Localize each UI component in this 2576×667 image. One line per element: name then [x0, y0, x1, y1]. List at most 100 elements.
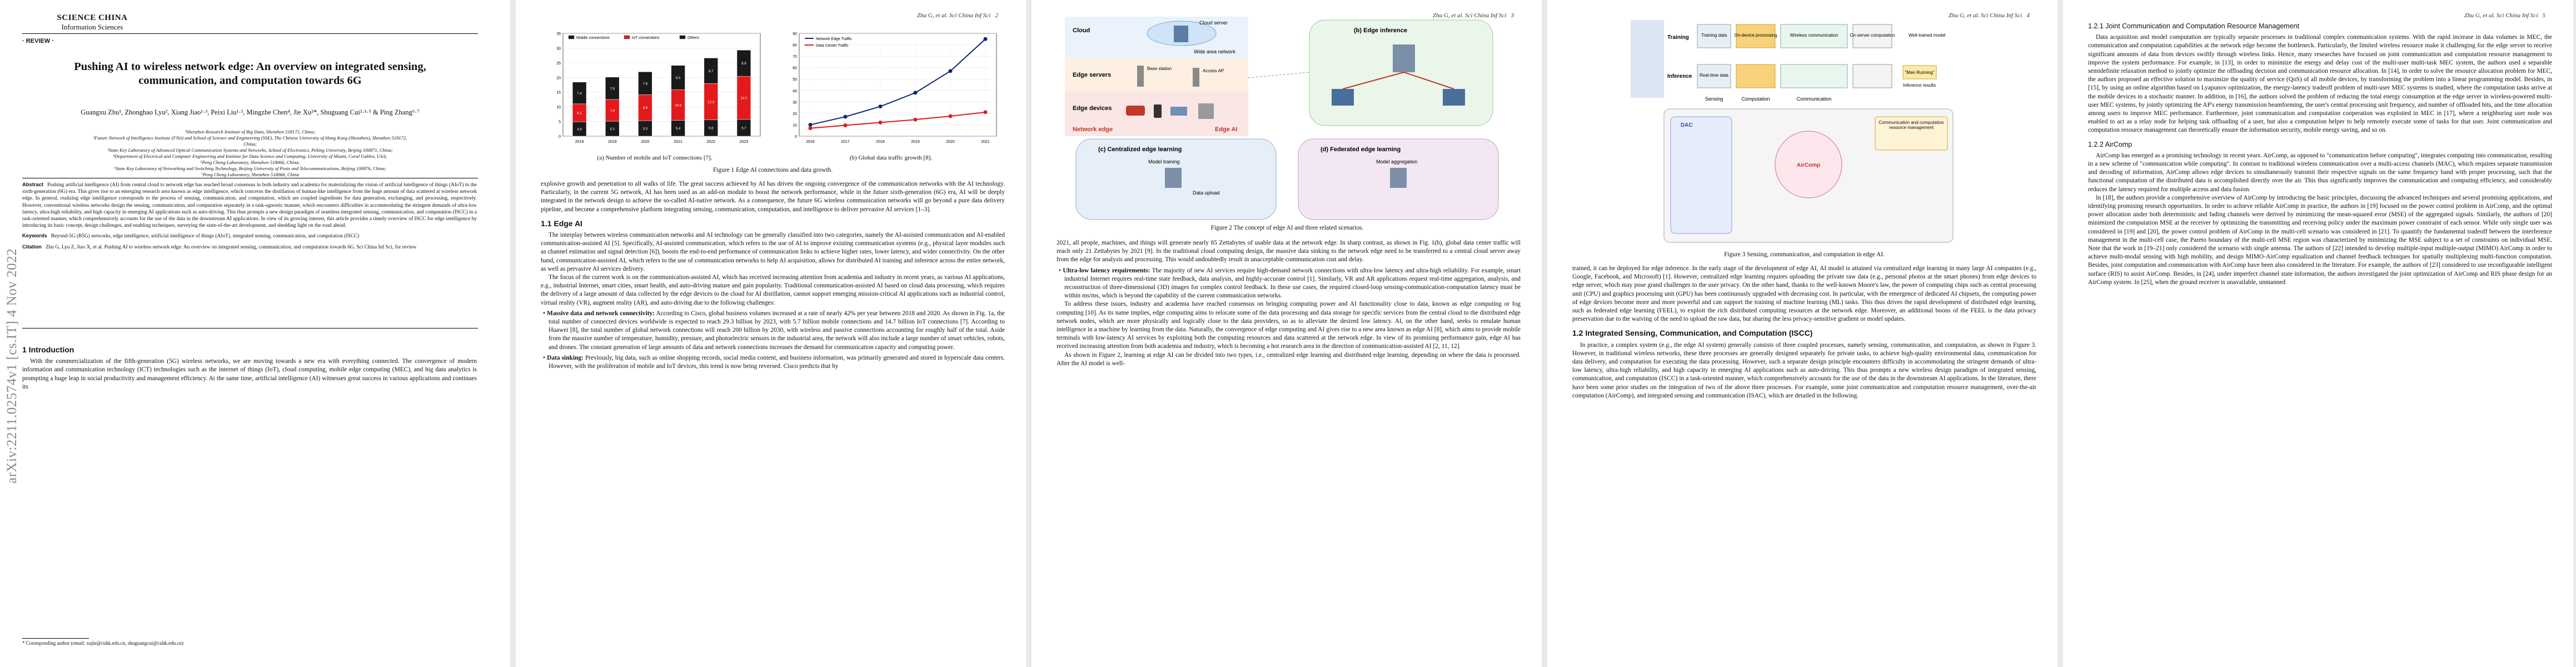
bar-segment: [671, 120, 685, 137]
edge-server-icon: [1393, 44, 1415, 72]
page5-body: 1.2.1 Joint Communication and Computatio…: [2088, 17, 2552, 287]
x-tick-label: 2021: [674, 140, 682, 144]
intro-heading: 1 Introduction: [22, 345, 74, 354]
figure-3-iscc-diagram: Training Inference Training data On-devi…: [1631, 20, 1954, 243]
label-dac: DAC: [1681, 122, 1693, 128]
data-point: [948, 114, 953, 118]
label-centralized-learning: (c) Centralized edge learning: [1098, 146, 1182, 153]
on-device-box: [1736, 24, 1776, 48]
label-computation: Computation: [1741, 96, 1770, 102]
x-tick-label: 2020: [946, 140, 955, 144]
y-tick-label: 80: [793, 44, 797, 48]
link-line: [1403, 72, 1454, 89]
bar-data-label: 7.6: [610, 87, 615, 91]
label-man-running: "Man Running": [1905, 70, 1934, 75]
wireless-comm-box: [1780, 24, 1848, 48]
x-tick-label: 2019: [608, 140, 617, 144]
bullet-2-label: Data sinking:: [547, 354, 584, 361]
affiliation-line: ²Future Network of Intelligence Institut…: [93, 135, 407, 147]
base-station-icon: [1137, 66, 1144, 87]
legend-swatch: [568, 35, 575, 39]
label-wireless-comm: Wireless communication: [1790, 33, 1838, 38]
abstract-label: Abstract: [22, 181, 44, 187]
bar-segment: [572, 121, 587, 137]
bar-data-label: 5.3: [643, 127, 648, 131]
y-tick-label: 0: [559, 135, 561, 139]
bullet-2-text: Previously, big data, such as online sho…: [549, 354, 1005, 370]
base-station-icon: [1193, 68, 1199, 87]
intro-section: 1 Introduction With the commercializatio…: [22, 340, 477, 391]
bar-segment: [605, 99, 620, 122]
page4-body: trained, it can be deployed for edge inf…: [1572, 265, 2036, 400]
figure-1-caption-text: Figure 1 Edge AI connections and data gr…: [712, 167, 833, 173]
wireless-comm-box-2: [1780, 64, 1848, 88]
realtime-data-box: [1697, 64, 1731, 88]
abstract-block: Abstract Pushing artificial intelligence…: [22, 181, 477, 251]
label-cloud: Cloud: [1073, 27, 1090, 34]
on-device-box-2: [1736, 64, 1776, 88]
x-tick-label: 2020: [641, 140, 650, 144]
p2-bullet-2: • Data sinking: Previously, big data, su…: [543, 354, 1005, 370]
bar-data-label: 7.4: [577, 92, 582, 96]
p2-bullet-1: • Massive data and network connectivity:…: [543, 310, 1005, 351]
bar-data-label: 8.3: [676, 77, 681, 80]
keywords-label: Keywords: [22, 232, 47, 239]
label-edge-ai: Edge AI: [1215, 126, 1238, 133]
callout-line: [1248, 72, 1310, 78]
citation-label: Citation: [22, 243, 42, 250]
legend-label: Mobile connections: [576, 36, 610, 40]
y-tick-label: 5: [559, 121, 561, 125]
series-line: [810, 111, 986, 129]
label-model-training: Model training: [1148, 159, 1180, 165]
bar-data-label: 5.6: [709, 127, 714, 131]
link-line: [1342, 72, 1404, 89]
y-tick-label: 15: [556, 91, 561, 95]
p4-para-2: In practice, a complex system (e.g., the…: [1572, 341, 2036, 399]
bar-segment: [704, 58, 718, 84]
y-tick-label: 25: [556, 62, 561, 66]
arxiv-id: arXiv:2211.02574v1 [cs.IT] 4 Nov 2022: [4, 248, 19, 484]
plot-frame: [799, 33, 997, 137]
affiliation-line: ⁷Peng Cheng Laboratory, Shenzhen 518066,…: [201, 172, 300, 177]
affiliation-line: ³State Key Laboratory of Advanced Optica…: [107, 147, 393, 153]
affiliation-line: ⁵Peng Cheng Laboratory, Shenzhen 518066,…: [200, 160, 300, 165]
x-tick-label: 2018: [575, 140, 584, 144]
running-head: Zhu G, et al. Sci China Inf Sci 5: [2464, 12, 2545, 19]
ccrm-box: [1875, 116, 1948, 151]
drone-icon: [1170, 107, 1187, 116]
keywords-text: Beyond-5G (B5G) networks, edge intellige…: [51, 233, 360, 240]
label-cloud-server: Cloud server: [1199, 20, 1228, 26]
legend-label: Data Center Traffic: [816, 44, 849, 48]
page-3: Zhu G, et al. Sci China Inf Sci 3 Cloud …: [1032, 0, 1542, 667]
label-federated-learning: (d) Federated edge learning: [1321, 146, 1401, 153]
cloud-server-icon: [1174, 26, 1188, 42]
header-rule: [22, 33, 478, 34]
y-tick-label: 20: [793, 112, 797, 116]
label-aircomp: AirComp: [1797, 162, 1820, 168]
label-inference: Inference: [1667, 73, 1692, 79]
result-box: [1902, 65, 1937, 79]
label-data-upload: Data upload: [1193, 190, 1220, 196]
page-5: Zhu G, et al. Sci China Inf Sci 5 1.2.1 …: [2063, 0, 2573, 667]
figure-1a-label: (a) Number of mobile and IoT connections…: [597, 155, 712, 161]
label-training-data: Training data: [1701, 33, 1727, 38]
dac-panel: [1670, 116, 1732, 234]
authors: Guangxu Zhu¹, Zhonghao Lyu², Xiang Jiao¹…: [81, 108, 420, 116]
vehicle-icon: [1126, 106, 1145, 116]
section-edge-ai: 1.1 Edge AI: [541, 218, 582, 228]
edge-server-band: [1065, 58, 1248, 92]
bullet-1-label: Massive data and network connectivity:: [546, 310, 655, 317]
abstract-text: Pushing artificial intelligence (AI) fro…: [22, 182, 477, 229]
bar-segment: [638, 71, 652, 95]
affiliation-line: ⁴Department of Electrical and Computer E…: [113, 153, 387, 159]
y-tick-label: 60: [793, 67, 797, 71]
bullet-1-text: According to Cisco, global business volu…: [549, 310, 1005, 351]
data-point: [913, 91, 918, 95]
affiliations: ¹Shenzhen Research Institute of Big Data…: [89, 129, 411, 178]
data-point: [843, 115, 848, 119]
legend-swatch: [624, 35, 630, 39]
y-tick-label: 90: [793, 32, 797, 36]
p2-para-2: The interplay between wireless communica…: [541, 232, 1005, 272]
bar-segment: [736, 49, 751, 77]
